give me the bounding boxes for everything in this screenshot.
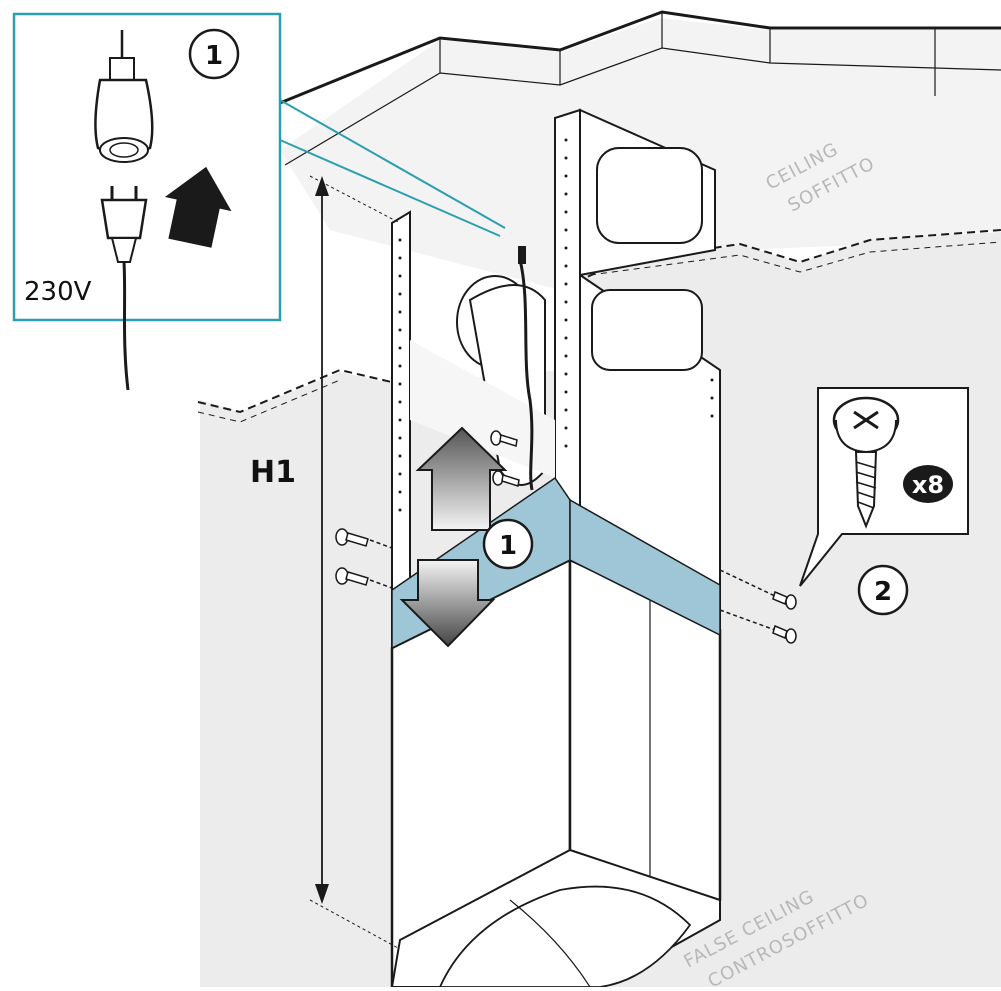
step-2-number: 2 [874, 577, 892, 607]
step-1-number: 1 [499, 531, 517, 561]
right-screws [719, 569, 797, 644]
step-1-badge: 1 [482, 518, 534, 570]
height-label: H1 [250, 455, 296, 490]
voltage-label: 230V [24, 277, 92, 307]
screw-count: x8 [912, 471, 944, 499]
chimney-lower [390, 557, 722, 989]
height-dimension [309, 175, 399, 949]
callout-step-number: 1 [205, 41, 223, 71]
left-screws [335, 430, 520, 589]
screw-callout: x8 [799, 387, 969, 587]
plug-callout: 1 230V [12, 12, 506, 391]
step-2-badge: 2 [857, 564, 909, 616]
adjust-arrows [399, 426, 508, 648]
